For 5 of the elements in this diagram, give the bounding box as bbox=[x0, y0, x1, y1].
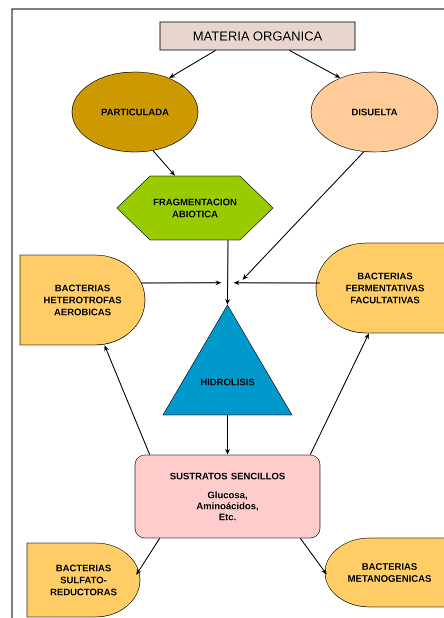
ellipse-node: PARTICULADA bbox=[72, 72, 198, 152]
title-box: MATERIA ORGANICA bbox=[160, 22, 356, 50]
ellipse-node: DISUELTA bbox=[310, 72, 438, 152]
hexagon-node: FRAGMENTACION ABIOTICA bbox=[116, 176, 274, 240]
process-box: SUSTRATOS SENCILLOS Glucosa, Aminoácidos, Etc. bbox=[134, 454, 320, 538]
